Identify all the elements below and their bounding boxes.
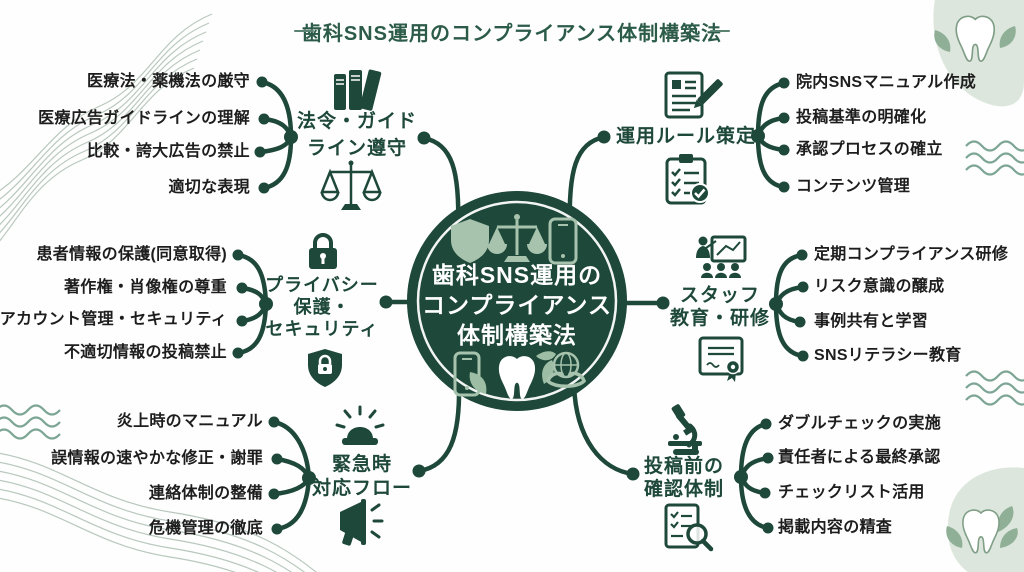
branch-item: 患者情報の保護(同意取得) [36,246,227,263]
center-circle [407,191,627,411]
branch-item: 事例共有と学習 [814,313,929,330]
branch-item: 炎上時のマニュアル [116,413,263,430]
branch-item: 著作権・肖像権の尊重 [63,279,227,296]
tooth-icon [469,351,556,399]
center-line: コンプライアンス [422,292,612,318]
branch-label-operation-rules: 運用ルール策定 [616,126,757,147]
siren-icon [335,405,385,445]
center-circle-title: 歯科SNS運用の コンプライアンス 体制構築法 [407,260,627,350]
page-title: 歯科SNS運用のコンプライアンス体制構築法 [301,23,723,45]
branch-item: 承認プロセスの確立 [796,141,943,158]
branch-item: 適切な表現 [168,179,250,196]
branch-item: 投稿基準の明確化 [796,109,927,126]
leaf-icon [469,372,487,394]
branch-item: リスク意識の醸成 [814,278,945,295]
branch-item: アカウント管理・セキュリティ [0,311,227,328]
branch-item: 連絡体制の整備 [148,485,263,502]
branch-item: 院内SNSマニュアル作成 [796,74,977,91]
hands-globe-icon [546,351,586,388]
wave-lines-top-left [0,13,213,242]
squiggle-right-top [964,140,1024,176]
connector-dots [232,76,809,535]
padlock-icon [309,233,337,269]
branch-label-pre-post-review: 投稿前の 確認体制 [643,456,724,500]
title-dash-right [710,30,730,32]
branch-label-privacy-security: プライバシー 保護・ セキュリティ [265,275,379,339]
document-pen-icon [664,71,723,119]
branch-item: コンテンツ管理 [796,178,911,195]
shield-lock-icon [308,349,342,387]
branch-item: 掲載内容の精査 [778,519,893,536]
leaf-icon [997,506,1014,532]
leaf-icon [536,351,556,361]
branch-item: 医療広告ガイドラインの理解 [38,110,250,127]
law-books-icon [334,69,382,111]
branch-label-staff-training: スタッフ 教育・研修 [669,285,770,329]
branch-item: ダブルチェックの実施 [778,415,942,432]
leaf-icon [1000,528,1018,548]
megaphone-icon [340,499,384,546]
shield-icon [451,219,489,263]
scales-icon [487,214,547,262]
branch-item: 誤情報の速やかな修正・謝罪 [51,450,263,467]
checklist-magnifier-icon [664,503,714,552]
microscope-icon [668,404,702,455]
branch-item: 不適切情報の投稿禁止 [63,344,227,361]
branch-item: チェックリスト活用 [778,484,925,501]
branch-item: 定期コンプライアンス研修 [814,246,1009,263]
leaf-icon [999,26,1016,48]
presentation-icon [696,235,747,278]
branch-item: 比較・誇大広告の禁止 [86,143,250,160]
title-dash-left [294,30,314,32]
branch-item: 責任者による最終承認 [778,449,941,466]
certificate-icon [698,336,744,382]
branch-item: 医療法・薬機法の厳守 [86,73,250,90]
wave-lines-bottom-left [0,452,317,572]
scales-icon [320,160,382,210]
tooth-badge-bottom-right [946,467,1024,572]
center-line: 体制構築法 [457,322,577,348]
branch-item: 危機管理の徹底 [148,520,263,537]
leaf-icon [542,360,554,384]
connector-lines [235,79,806,532]
tooth-badge-top-right [933,0,1024,107]
smartphone-icon [453,351,481,397]
leaf-icon [946,526,963,548]
branch-label-emergency-flow: 緊急時 対応フロー [311,454,412,499]
squiggle-left [0,404,62,440]
branch-label-legal-compliance: 法令・ガイド ライン遵守 [296,111,417,159]
leaf-icon [934,30,951,52]
smartphone-icon [548,217,578,265]
squiggle-right-bottom [964,370,1024,406]
clipboard-check-icon [665,154,710,205]
branch-item: SNSリテラシー教育 [814,347,962,364]
center-line: 歯科SNS運用の [431,262,603,288]
